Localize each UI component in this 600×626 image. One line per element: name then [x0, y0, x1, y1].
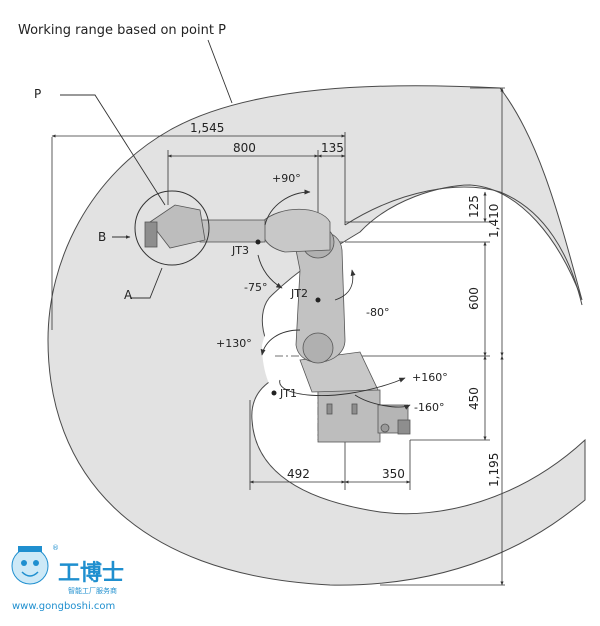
logo-subtitle: 智能工厂服务商: [68, 586, 117, 595]
jt2-back-angle: -80°: [366, 306, 389, 319]
dim-arm-width: 125: [467, 195, 481, 218]
jt1-label: JT1: [279, 387, 297, 400]
dim-base-left: 492: [287, 467, 310, 481]
jt2-fwd-angle: +130°: [216, 337, 252, 350]
robot-base: [317, 389, 381, 443]
dim-base-right: 350: [382, 467, 405, 481]
jt3-down-angle: -75°: [244, 281, 267, 294]
dim-lower-arm: 600: [467, 287, 481, 310]
point-p-label: P: [34, 87, 41, 101]
view-b-label: B: [98, 230, 106, 244]
dim-top-height: 1,410: [487, 204, 501, 238]
dim-arm-length: 800: [233, 141, 256, 155]
logo-url: www.gongboshi.com: [12, 601, 115, 612]
joint-markers: [255, 239, 321, 396]
robot-arm: [144, 204, 411, 443]
wrist-detail-circle: [134, 190, 210, 266]
gongboshi-logo: ® 工博士 智能工厂服务商 www.gongboshi.com: [11, 544, 124, 612]
jt3-up-angle: +90°: [272, 172, 301, 185]
dim-base-height: 450: [467, 387, 481, 410]
inner-range-boundary: [344, 186, 583, 306]
dim-wrist-offset: 135: [321, 141, 344, 155]
jt1-neg-angle: -160°: [414, 401, 444, 414]
rotation-arrows: [257, 189, 411, 410]
robot-forearm: [261, 208, 331, 253]
dim-bottom-depth: 1,195: [487, 453, 501, 487]
jt2-label: JT2: [290, 287, 308, 300]
jt3-label: JT3: [231, 244, 249, 257]
logo-name: 工博士: [58, 560, 124, 586]
logo-mark: ®: [52, 544, 59, 552]
robot-wrist: [149, 204, 206, 249]
view-a-label: A: [124, 288, 133, 302]
diagram-title: Working range based on point P: [18, 23, 226, 38]
jt1-pos-angle: +160°: [412, 371, 448, 384]
dim-reach-total: 1,545: [190, 121, 224, 135]
dimension-lines: [51, 87, 505, 586]
leader-lines: [60, 39, 233, 299]
